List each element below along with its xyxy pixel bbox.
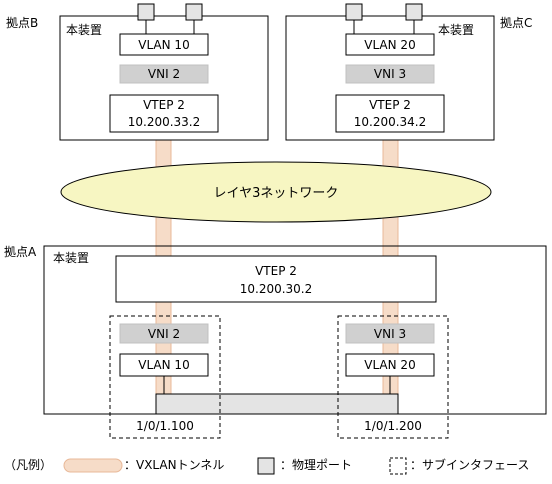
l3-network-label: レイヤ3ネットワーク — [214, 186, 339, 201]
site-a-vtep-box — [115, 255, 437, 303]
subif-1-port-label: 1/0/1.100 — [136, 419, 194, 433]
site-c-port-2 — [405, 3, 423, 21]
site-b-port-1 — [137, 3, 155, 21]
subif-1-vni-label: VNI 2 — [148, 327, 180, 341]
site-c-label: 拠点C — [500, 16, 532, 30]
legend-port-label: ：物理ポート — [280, 458, 352, 472]
subif-2-port-label: 1/0/1.200 — [364, 419, 422, 433]
site-c-device-label: 本装置 — [438, 23, 474, 37]
site-b-vni-label: VNI 2 — [148, 67, 180, 81]
site-a-label: 拠点A — [4, 245, 37, 259]
legend-subif-swatch — [389, 457, 407, 475]
legend: （凡例） ：VXLANトンネル ：物理ポート ：サブインタフェース — [4, 457, 529, 475]
site-c-vtep-box — [335, 94, 445, 133]
legend-tunnel-label: ：VXLANトンネル — [124, 458, 224, 472]
subif-2-vlan-label: VLAN 20 — [364, 358, 415, 372]
site-b-vlan-box — [119, 33, 209, 56]
subif-1-vlan-label: VLAN 10 — [138, 358, 189, 372]
site-a-vtep-label: VTEP 2 — [255, 264, 297, 278]
l3-network: レイヤ3ネットワーク — [60, 161, 492, 223]
site-a-physical-port — [155, 393, 399, 415]
site-c-vtep-ip: 10.200.34.2 — [354, 115, 427, 129]
site-a-device-label: 本装置 — [53, 251, 89, 265]
legend-title: （凡例） — [4, 458, 52, 472]
legend-port-swatch — [257, 457, 275, 475]
site-b-label: 拠点B — [6, 16, 38, 30]
l3-network-ellipse — [60, 161, 492, 223]
site-c-vni-label: VNI 3 — [374, 67, 406, 81]
site-b: 拠点B 本装置 VLAN 10 VNI 2 VTEP 2 10.200.33.2 — [6, 3, 269, 141]
site-a: 拠点A 本装置 VTEP 2 10.200.30.2 VNI 2 VLAN 10… — [4, 245, 547, 439]
site-b-vtep-box — [109, 94, 219, 133]
site-c-vlan-box — [345, 33, 435, 56]
legend-subif-label: ：サブインタフェース — [410, 457, 529, 472]
site-b-vtep-ip: 10.200.33.2 — [128, 115, 201, 129]
site-b-vlan-label: VLAN 10 — [138, 38, 189, 52]
legend-tunnel-swatch — [63, 458, 123, 473]
subif-2-vni-label: VNI 3 — [374, 327, 406, 341]
subif-2-frame — [337, 315, 449, 439]
site-c-vni-box — [345, 64, 435, 84]
site-a-vtep-ip: 10.200.30.2 — [240, 282, 313, 296]
subif-1-vni-box — [119, 323, 209, 344]
site-c-vlan-label: VLAN 20 — [364, 38, 415, 52]
site-b-vtep-label: VTEP 2 — [143, 98, 185, 112]
subif-2-vni-box — [345, 323, 435, 344]
site-c: 拠点C 本装置 VLAN 20 VNI 3 VTEP 2 10.200.34.2 — [285, 3, 532, 141]
site-c-port-1 — [345, 3, 363, 21]
site-b-port-2 — [185, 3, 203, 21]
site-b-device-label: 本装置 — [66, 23, 102, 37]
site-c-vtep-label: VTEP 2 — [369, 98, 411, 112]
site-b-vni-box — [119, 64, 209, 84]
subif-1-frame — [109, 315, 221, 439]
